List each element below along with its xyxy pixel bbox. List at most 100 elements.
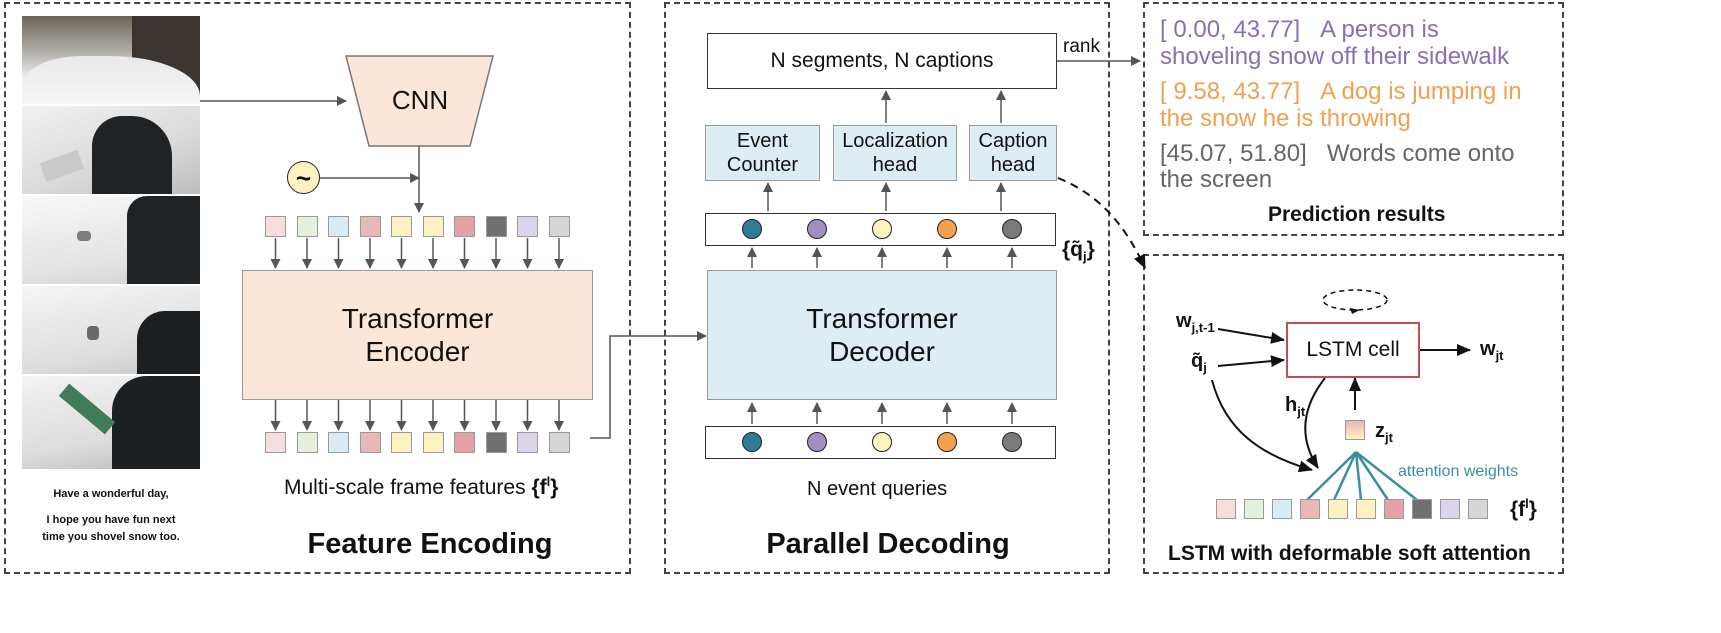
feature-token — [1216, 499, 1236, 519]
feature-encoding-panel — [4, 2, 631, 574]
feature-token — [1272, 499, 1292, 519]
q-sub: j — [1083, 249, 1087, 265]
features-text: Multi-scale frame features — [284, 476, 526, 499]
q-symbol: {q̃ — [1062, 238, 1083, 261]
h-to-attention-arrow — [1304, 377, 1326, 469]
encoder-line: Transformer — [341, 303, 494, 334]
w-out-label: wjt — [1480, 338, 1504, 363]
video-frame-caption: Have a wonderful day, I hope you have fu… — [22, 474, 200, 559]
q-in-symbol: q̃ — [1191, 350, 1204, 372]
lstm-f-label: {fl} — [1510, 496, 1537, 522]
event-query — [937, 432, 957, 452]
parallel-decoding-panel — [664, 2, 1110, 574]
features-sup: l — [546, 474, 551, 489]
event-counter-head: Event Counter — [705, 125, 820, 181]
q-set-label: {q̃j} — [1062, 238, 1095, 264]
feature-token — [485, 216, 507, 237]
feature-token — [517, 216, 538, 237]
feature-token — [359, 432, 381, 453]
transformer-decoder: Transformer Decoder — [707, 270, 1057, 400]
feature-token — [422, 432, 444, 453]
prediction-span: [45.07, 51.80] — [1160, 140, 1307, 167]
cnn-label: CNN — [391, 84, 449, 115]
video-frame — [22, 286, 200, 374]
w-out-sub: jt — [1495, 348, 1504, 363]
prediction-line: [ 9.58, 43.77] A dog is jumping in — [1160, 78, 1522, 106]
prediction-caption: A person is — [1320, 16, 1439, 43]
w-prev-symbol: w — [1176, 310, 1192, 332]
prediction-line: [ 0.00, 43.77] A person is — [1160, 16, 1439, 44]
q-in-label: q̃j — [1191, 350, 1207, 375]
decoder-line: Decoder — [829, 336, 935, 367]
recurrent-loop — [1322, 289, 1388, 311]
video-frame — [22, 106, 200, 194]
feature-token — [328, 432, 349, 453]
lstm-cell: LSTM cell — [1286, 322, 1420, 378]
rank-label: rank — [1063, 36, 1100, 57]
encoder-line: Encoder — [365, 336, 470, 367]
feature-token — [517, 432, 538, 453]
feature-token — [454, 216, 475, 237]
caption-line: I hope you have fun next — [46, 514, 176, 526]
video-frame — [22, 196, 200, 284]
video-frame — [22, 16, 200, 104]
q-close: } — [1086, 238, 1095, 261]
w-out-symbol: w — [1480, 338, 1496, 360]
head-line: Counter — [726, 154, 799, 176]
lstm-panel-title: LSTM with deformable soft attention — [1168, 542, 1531, 565]
decoder-arrows — [747, 90, 1017, 424]
head-line: head — [990, 154, 1036, 176]
f-sup: l — [1525, 496, 1529, 511]
cnn-shape — [345, 55, 494, 147]
prediction-span: [ 0.00, 43.77] — [1160, 16, 1301, 43]
encoder-to-decoder-arrow — [590, 331, 707, 439]
caption-line: Have a wonderful day, — [53, 488, 169, 500]
event-query — [1002, 432, 1022, 452]
q-to-attention-arrow — [1211, 379, 1313, 473]
features-close: } — [550, 476, 559, 499]
w-prev-label: wj,t-1 — [1176, 310, 1215, 335]
f-close: } — [1528, 498, 1537, 521]
prediction-line: shoveling snow off their sidewalk — [1160, 43, 1510, 70]
caption-head-to-lstm-arrow — [1057, 177, 1146, 269]
parallel-decoding-title: Parallel Decoding — [766, 528, 1010, 560]
feature-token — [422, 216, 444, 237]
w-prev-sub: j,t-1 — [1191, 320, 1215, 335]
feature-token — [391, 432, 412, 453]
prediction-results-title: Prediction results — [1268, 203, 1446, 226]
event-query — [807, 219, 827, 239]
video-frame — [22, 376, 200, 469]
video-frames: Have a wonderful day, I hope you have fu… — [22, 16, 200, 559]
feature-token — [391, 216, 412, 237]
localization-head: Localization head — [833, 125, 957, 181]
event-query — [807, 432, 827, 452]
event-query — [872, 219, 892, 239]
z-swatch — [1345, 420, 1365, 440]
feature-token — [485, 432, 507, 453]
encoder-output-arrows — [270, 400, 564, 431]
feature-token — [548, 216, 570, 237]
h-symbol: h — [1285, 394, 1298, 416]
pos-symbol: ~ — [295, 162, 312, 193]
feature-token — [265, 216, 286, 237]
q-in-sub: j — [1203, 360, 1207, 375]
q-in-arrow — [1217, 355, 1285, 368]
features-symbol: {f — [531, 476, 547, 499]
transformer-encoder: Transformer Encoder — [242, 270, 593, 400]
w-prev-arrow — [1217, 328, 1285, 344]
lstm-attention-panel — [1143, 254, 1564, 574]
feature-token — [1468, 499, 1488, 519]
feature-token — [454, 432, 475, 453]
encoder-input-arrows — [270, 238, 564, 269]
event-query — [742, 432, 762, 452]
decoder-line: Transformer — [806, 303, 958, 334]
feature-token — [265, 432, 286, 453]
feature-token — [1244, 499, 1264, 519]
prediction-span: [ 9.58, 43.77] — [1160, 78, 1301, 105]
event-queries-label: N event queries — [807, 478, 948, 500]
attention-weights-label: attention weights — [1398, 463, 1519, 480]
feature-token — [1300, 499, 1320, 519]
caption-head: Caption head — [969, 125, 1057, 181]
feature-token — [1328, 499, 1348, 519]
